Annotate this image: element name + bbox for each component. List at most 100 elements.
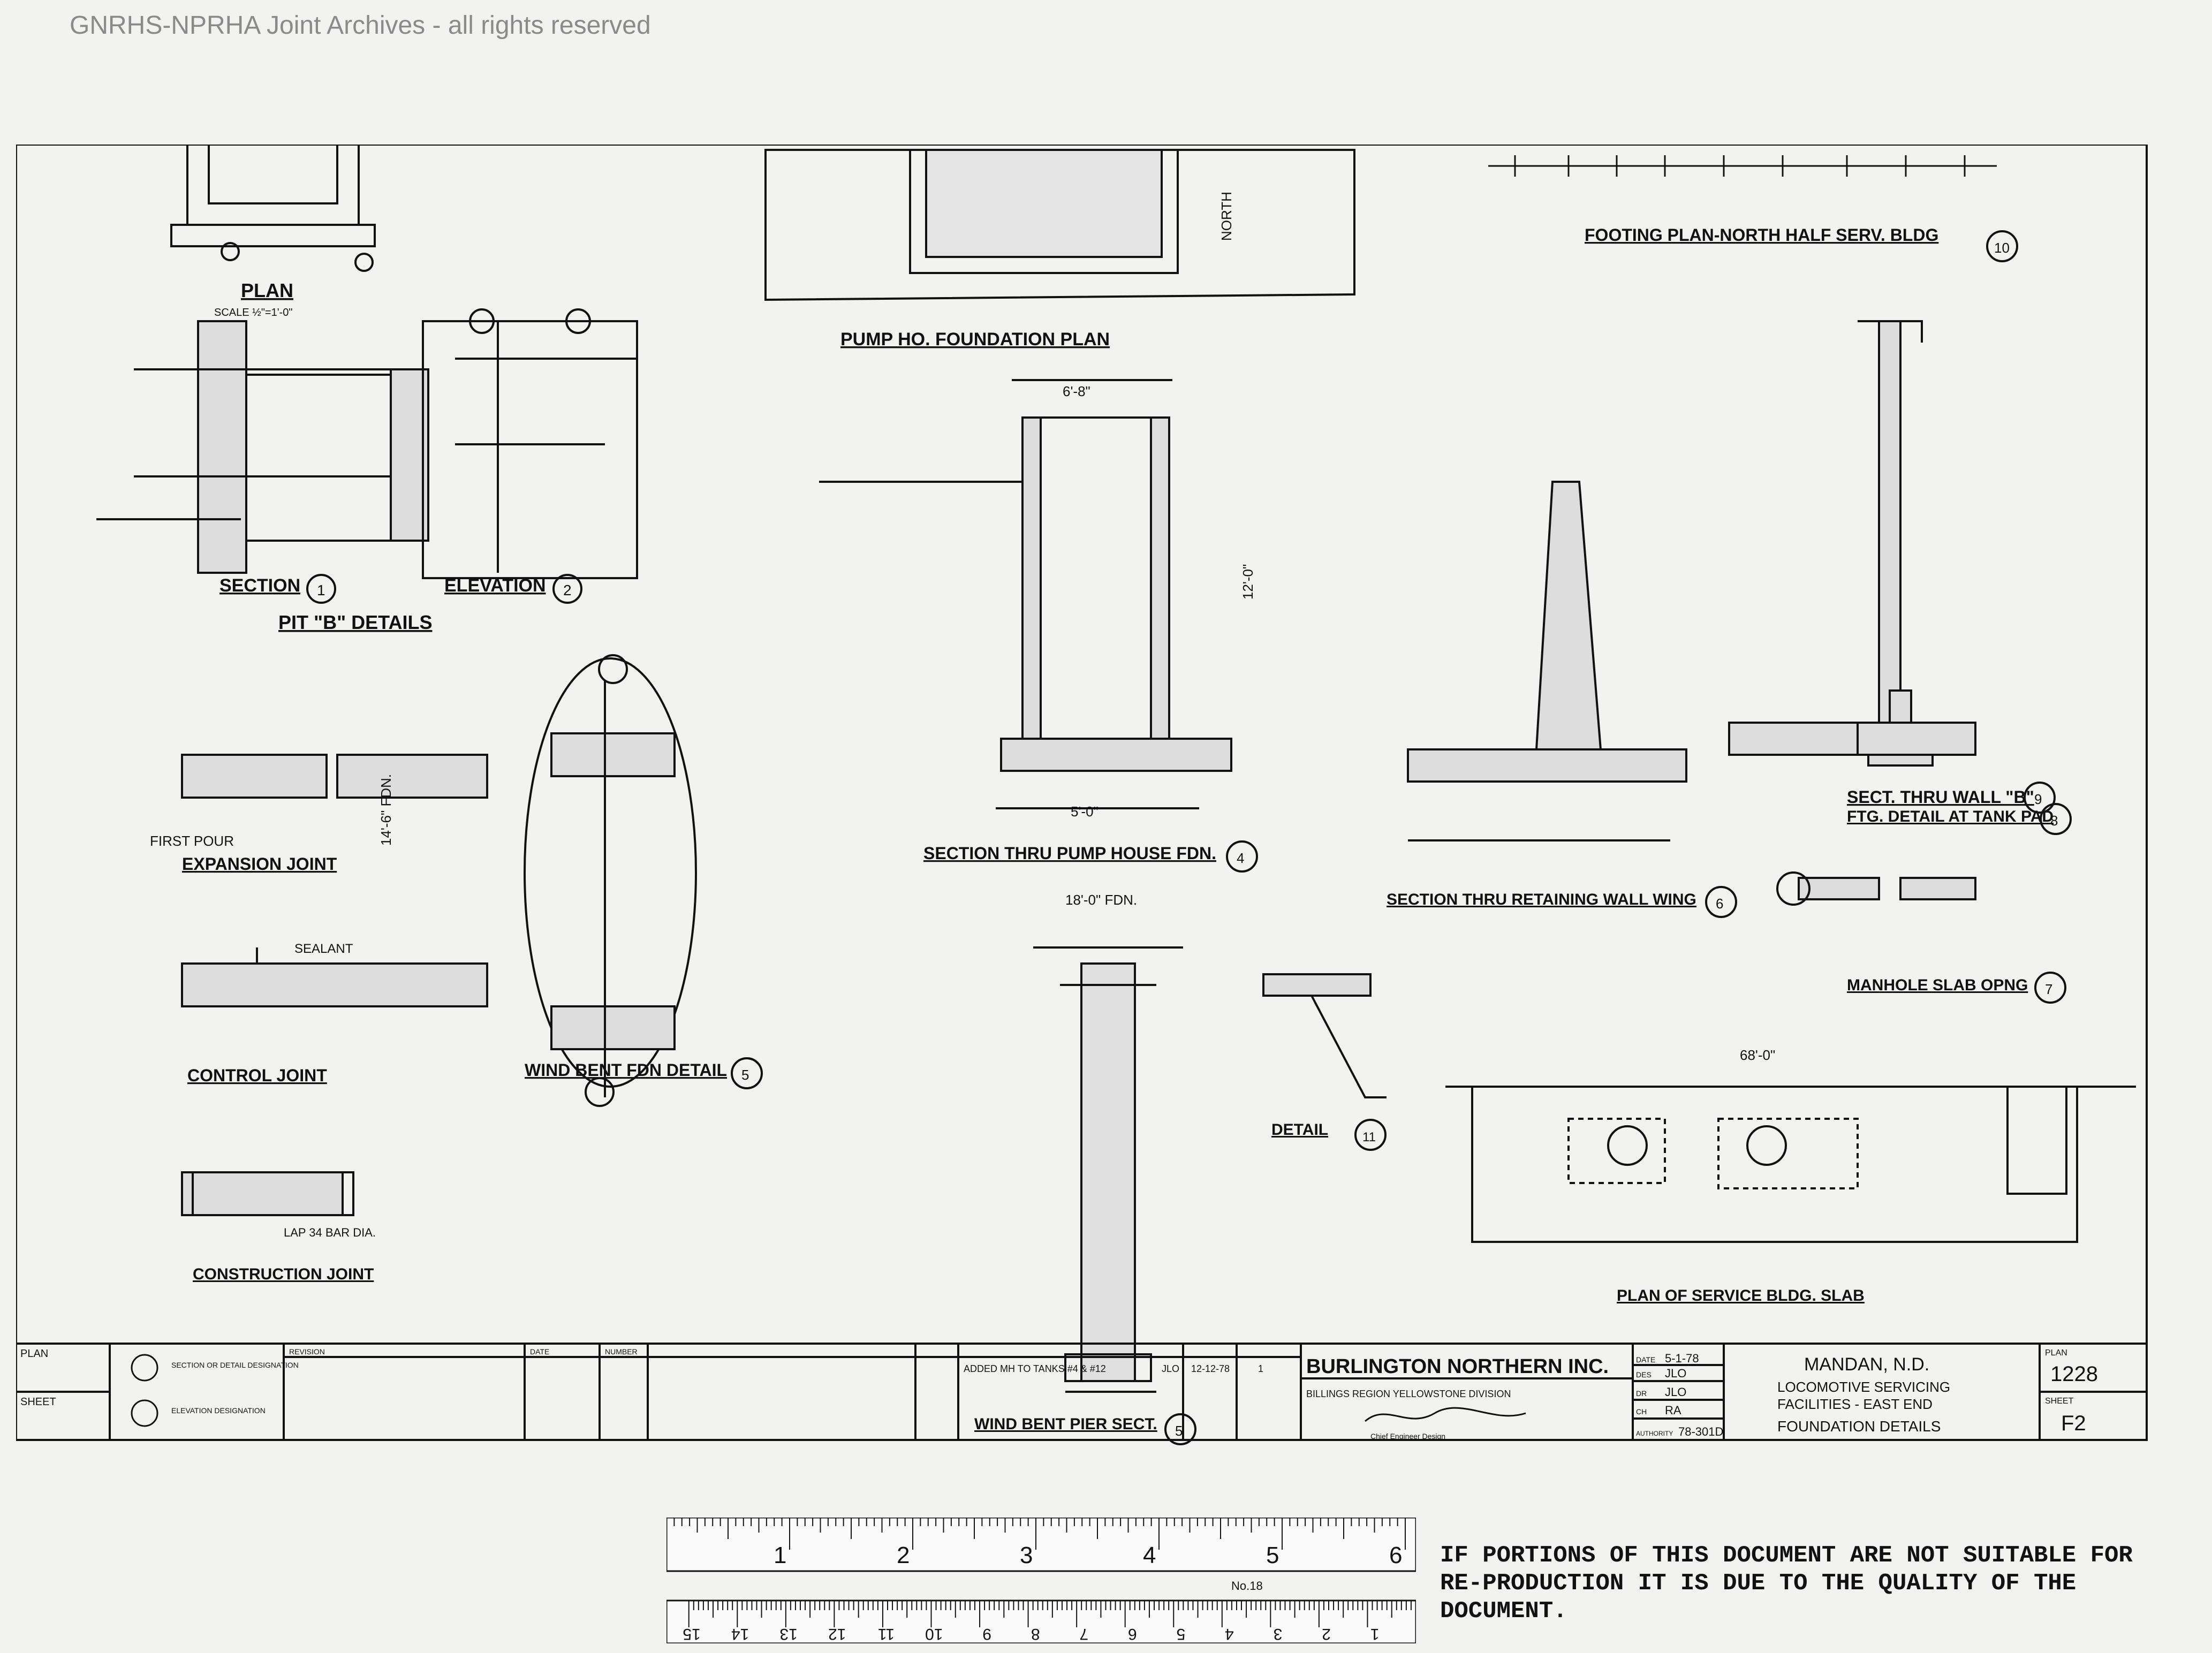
date-value: 5-1-78 (1665, 1352, 1699, 1365)
inch-4: 4 (1143, 1542, 1156, 1568)
pit-b-elevation (422, 308, 638, 579)
wind-bent-foundation (524, 654, 697, 1107)
left-plan-label: PLAN (20, 1348, 48, 1360)
company-name: BURLINGTON NORTHERN INC. (1306, 1355, 1609, 1378)
cm-label: 6 (1128, 1625, 1137, 1643)
tank-pad-label: FTG. DETAIL AT TANK PAD (1847, 808, 2054, 825)
sealant-note: SEALANT (294, 942, 353, 956)
date-label: DATE (1636, 1355, 1655, 1364)
region-line: BILLINGS REGION YELLOWSTONE DIVISION (1306, 1389, 1511, 1399)
revision-date: 12-12-78 (1191, 1363, 1230, 1374)
cm-label: 9 (982, 1625, 991, 1643)
cm-label: 11 (878, 1625, 895, 1643)
plan-number: 1228 (2050, 1362, 2098, 1386)
pump-house-section-ref: 4 (1237, 850, 1244, 866)
footing-plan-label: FOOTING PLAN-NORTH HALF SERV. BLDG (1585, 225, 1938, 245)
expansion-joint-label: EXPANSION JOINT (182, 854, 337, 874)
cm-label: 3 (1274, 1625, 1283, 1643)
pump-house-plan-label: PUMP HO. FOUNDATION PLAN (840, 329, 1110, 350)
left-sheet-label: SHEET (20, 1396, 56, 1408)
dim-18: 18'-0" FDN. (1065, 892, 1137, 908)
pit-b-section (96, 320, 429, 574)
inch-2: 2 (897, 1542, 910, 1568)
control-joint-label: CONTROL JOINT (187, 1066, 327, 1085)
retaining-wall-ref: 6 (1716, 896, 1723, 912)
section-1-label: SECTION (219, 575, 300, 596)
retaining-wall-section (1407, 481, 1687, 841)
dim-68: 68'-0" (1740, 1047, 1775, 1063)
construction-joint-detail (181, 1171, 354, 1216)
pit-b-title: PIT "B" DETAILS (278, 611, 432, 633)
plan-label: PLAN (241, 279, 293, 301)
tank-pad-footing (1728, 689, 1976, 756)
des-value: JLO (1665, 1367, 1686, 1380)
inch-3: 3 (1020, 1542, 1033, 1568)
authority-value: 78-301D (1678, 1425, 1723, 1438)
revision-entry: ADDED MH TO TANKS #4 & #12 (964, 1363, 1106, 1374)
project-location: MANDAN, N.D. (1804, 1354, 1929, 1375)
control-joint-detail (181, 947, 488, 1007)
inch-ticks (666, 1518, 1406, 1550)
detail-11-bubble (1354, 1119, 1387, 1151)
legend-section-bubble (131, 1354, 158, 1382)
cm-label: 8 (1031, 1625, 1040, 1643)
lap-note: LAP 34 BAR DIA. (284, 1226, 376, 1239)
wind-bent-fdn-bubble (731, 1057, 763, 1089)
section-1-ref: 1 (317, 582, 325, 598)
ruler-inch-band (665, 1516, 1417, 1572)
wind-bent-pier-ref: 5 (1175, 1423, 1183, 1439)
service-slab-label: PLAN OF SERVICE BLDG. SLAB (1617, 1287, 1865, 1305)
cm-label: 15 (683, 1625, 700, 1643)
retaining-wall-bubble (1705, 886, 1737, 918)
manhole-slab-bubble (2034, 972, 2066, 1004)
detail-11-ref: 11 (1362, 1130, 1376, 1144)
cm-label: 7 (1079, 1625, 1088, 1643)
dim-6-8: 6'-8" (1063, 383, 1090, 399)
ch-label: CH (1636, 1407, 1647, 1416)
footing-plan-ref: 10 (1994, 240, 2010, 256)
tank-pad-bubble (2040, 803, 2072, 835)
project-title: FOUNDATION DETAILS (1777, 1418, 1941, 1435)
detail-11 (1262, 973, 1387, 1098)
inch-5: 5 (1266, 1542, 1279, 1568)
inch-6: 6 (1389, 1542, 1402, 1568)
manhole-slab-opening (1776, 871, 1976, 906)
first-pour-note: FIRST POUR (150, 833, 234, 849)
wind-bent-fdn-label: WIND BENT FDN DETAIL (525, 1060, 727, 1080)
wind-bent-pier (1033, 946, 1183, 1393)
project-line-3: FACILITIES - EAST END (1777, 1396, 1933, 1412)
plan-number-label: PLAN (2045, 1348, 2067, 1358)
archive-watermark: GNRHS-NPRHA Joint Archives - all rights … (70, 11, 651, 40)
ruler-cm-band (665, 1599, 1417, 1644)
plan-scale: SCALE ½"=1'-0" (214, 307, 292, 319)
footing-plan-bubble (1986, 230, 2018, 262)
cm-label: 14 (731, 1625, 749, 1643)
legend-elevation-bubble (131, 1399, 158, 1427)
date-header: DATE (530, 1347, 549, 1356)
cm-label: 1 (1370, 1625, 1380, 1643)
dr-value: JLO (1665, 1385, 1686, 1399)
footing-plan (1488, 155, 1997, 177)
elevation-bubble (552, 574, 582, 604)
dim-12-0: 12'-0" (1240, 564, 1256, 600)
cm-label: 12 (828, 1625, 846, 1643)
sheet-number-label: SHEET (2045, 1397, 2074, 1406)
cm-label: 5 (1177, 1625, 1186, 1643)
pump-house-section-label: SECTION THRU PUMP HOUSE FDN. (923, 844, 1216, 863)
pump-house-section-bubble (1226, 840, 1258, 873)
cm-label: 4 (1225, 1625, 1234, 1643)
drawing-canvas: PLAN SCALE ½"=1'-0" SECTION 1 ELEVATION … (15, 143, 2148, 1445)
title-block (15, 1343, 2148, 1441)
retaining-wall-label: SECTION THRU RETAINING WALL WING (1387, 891, 1696, 908)
dr-label: DR (1636, 1389, 1647, 1398)
project-line-2: LOCOMOTIVE SERVICING (1777, 1379, 1950, 1395)
wind-bent-pier-label: WIND BENT PIER SECT. (974, 1415, 1157, 1433)
legend-section-text: SECTION OR DETAIL DESIGNATION (171, 1361, 299, 1369)
elevation-label: ELEVATION (444, 575, 546, 596)
wall-b-ref: 9 (2034, 791, 2042, 807)
cm-label: 2 (1322, 1625, 1331, 1643)
number-header: NUMBER (605, 1347, 638, 1356)
chief-engineer-caption: Chief Engineer Design (1370, 1432, 1445, 1440)
